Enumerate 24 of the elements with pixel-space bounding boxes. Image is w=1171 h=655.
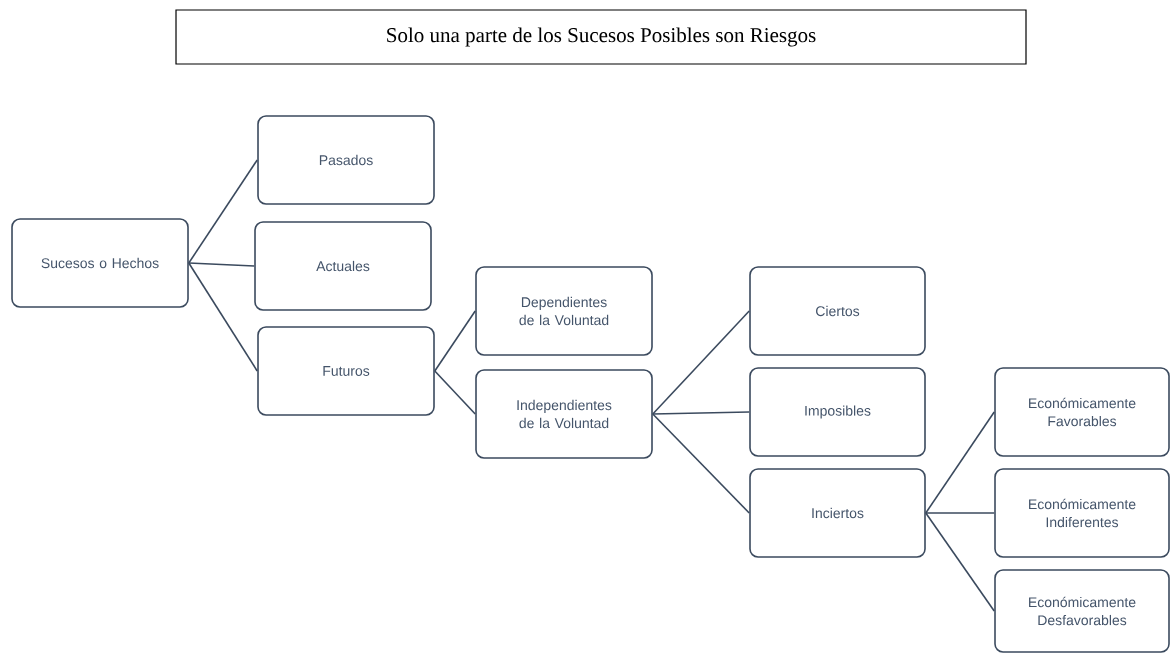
category-box: Futuros bbox=[257, 326, 435, 416]
category-box: Actuales bbox=[254, 221, 432, 311]
connector-line bbox=[434, 370, 476, 415]
connector-line bbox=[652, 411, 750, 415]
connector-line bbox=[925, 512, 995, 514]
connector-line bbox=[188, 262, 255, 267]
connector-line bbox=[434, 310, 476, 372]
category-box: Económicamente Favorables bbox=[994, 367, 1170, 457]
connector-line bbox=[188, 159, 258, 264]
connector-line bbox=[925, 411, 995, 514]
category-box: Ciertos bbox=[749, 266, 926, 356]
category-box: Económicamente Indiferentes bbox=[994, 468, 1170, 558]
title-box: Solo una parte de los Sucesos Posibles son Riesgos bbox=[175, 9, 1027, 65]
connector-line bbox=[652, 413, 750, 514]
connector-line bbox=[652, 310, 750, 415]
category-box: Inciertos bbox=[749, 468, 926, 558]
category-box: Imposibles bbox=[749, 367, 926, 457]
category-box: Independientes de la Voluntad bbox=[475, 369, 653, 459]
category-box: Dependientes de la Voluntad bbox=[475, 266, 653, 356]
connector-line bbox=[925, 512, 995, 612]
category-box: Sucesos o Hechos bbox=[11, 218, 189, 308]
connector-line bbox=[188, 262, 258, 372]
category-box: Pasados bbox=[257, 115, 435, 205]
category-box: Económicamente Desfavorables bbox=[994, 569, 1170, 653]
